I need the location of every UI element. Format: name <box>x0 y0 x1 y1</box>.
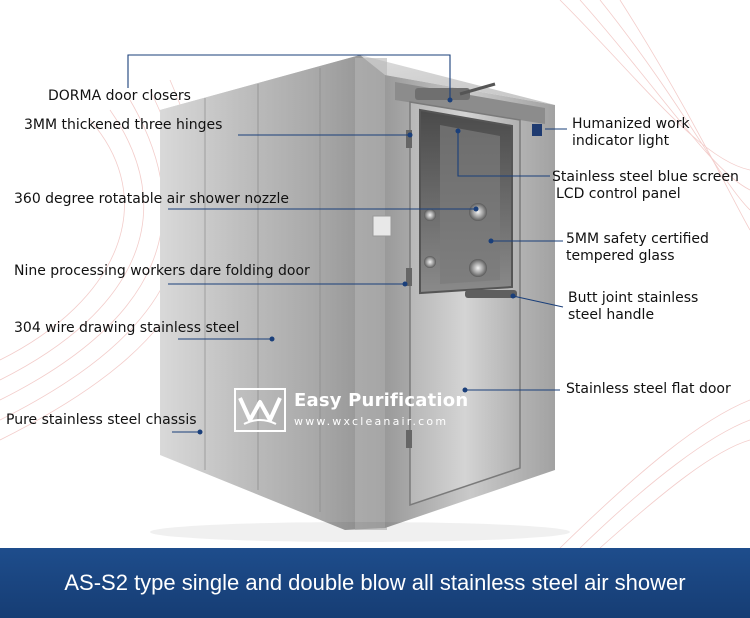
callout-handle-line2: steel handle <box>568 307 655 323</box>
hinge-icon <box>406 130 412 148</box>
title-banner: AS-S2 type single and double blow all st… <box>0 548 750 618</box>
callout-chassis: Pure stainless steel chassis <box>6 412 197 428</box>
callout-nozzle: 360 degree rotatable air shower nozzle <box>14 191 289 207</box>
callout-flat-door: Stainless steel flat door <box>566 381 731 397</box>
callout-indicator-light-line1: Humanized work <box>572 116 690 132</box>
callout-indicator-light: Humanized work indicator light <box>572 116 690 150</box>
brand-url: www.wxcleanair.com <box>294 415 449 428</box>
callout-indicator-light-line2: indicator light <box>572 133 670 149</box>
callout-glass-line1: 5MM safety certified <box>566 231 709 247</box>
hinge-icon <box>406 268 412 286</box>
callout-304-steel: 304 wire drawing stainless steel <box>14 320 240 336</box>
brand-name: Easy Purification <box>294 390 469 411</box>
indicator-light-icon <box>532 124 542 136</box>
nozzle-icon <box>469 259 487 277</box>
leader-dots <box>197 97 516 435</box>
brand-logo-icon <box>234 388 286 432</box>
callout-door-closers: DORMA door closers <box>48 88 191 104</box>
callout-glass-line2: tempered glass <box>566 248 675 264</box>
callout-control-panel: Stainless steel blue screen LCD control … <box>552 169 739 203</box>
switch-box <box>372 215 392 237</box>
callout-hinges: 3MM thickened three hinges <box>24 117 223 133</box>
nozzle-icon <box>469 203 487 221</box>
leader-handle <box>512 295 564 308</box>
leader-lines <box>127 54 567 433</box>
leader-door-closers <box>127 54 451 100</box>
callout-control-panel-line2: LCD control panel <box>556 186 681 202</box>
door-closer-arm <box>459 82 496 96</box>
door-handle-icon <box>465 290 517 298</box>
nozzle-icon <box>424 256 436 268</box>
side-panel-edge <box>355 58 387 530</box>
leader-control-panel <box>457 131 550 177</box>
door-closer-icon <box>415 88 470 100</box>
callout-control-panel-line1: Stainless steel blue screen <box>552 169 739 185</box>
callout-glass: 5MM safety certified tempered glass <box>566 231 709 265</box>
hinge-icon <box>406 430 412 448</box>
floor-shadow <box>150 522 570 542</box>
nozzle-icon <box>424 209 436 221</box>
callout-handle-line1: Butt joint stainless <box>568 290 699 306</box>
banner-title: AS-S2 type single and double blow all st… <box>64 570 686 595</box>
brand-watermark: Easy Purification www.wxcleanair.com <box>232 386 482 436</box>
callout-handle: Butt joint stainless steel handle <box>568 290 698 324</box>
cabinet-side-panel <box>160 55 385 530</box>
callout-folding-door: Nine processing workers dare folding doo… <box>14 263 310 279</box>
inner-cabin <box>440 125 500 284</box>
